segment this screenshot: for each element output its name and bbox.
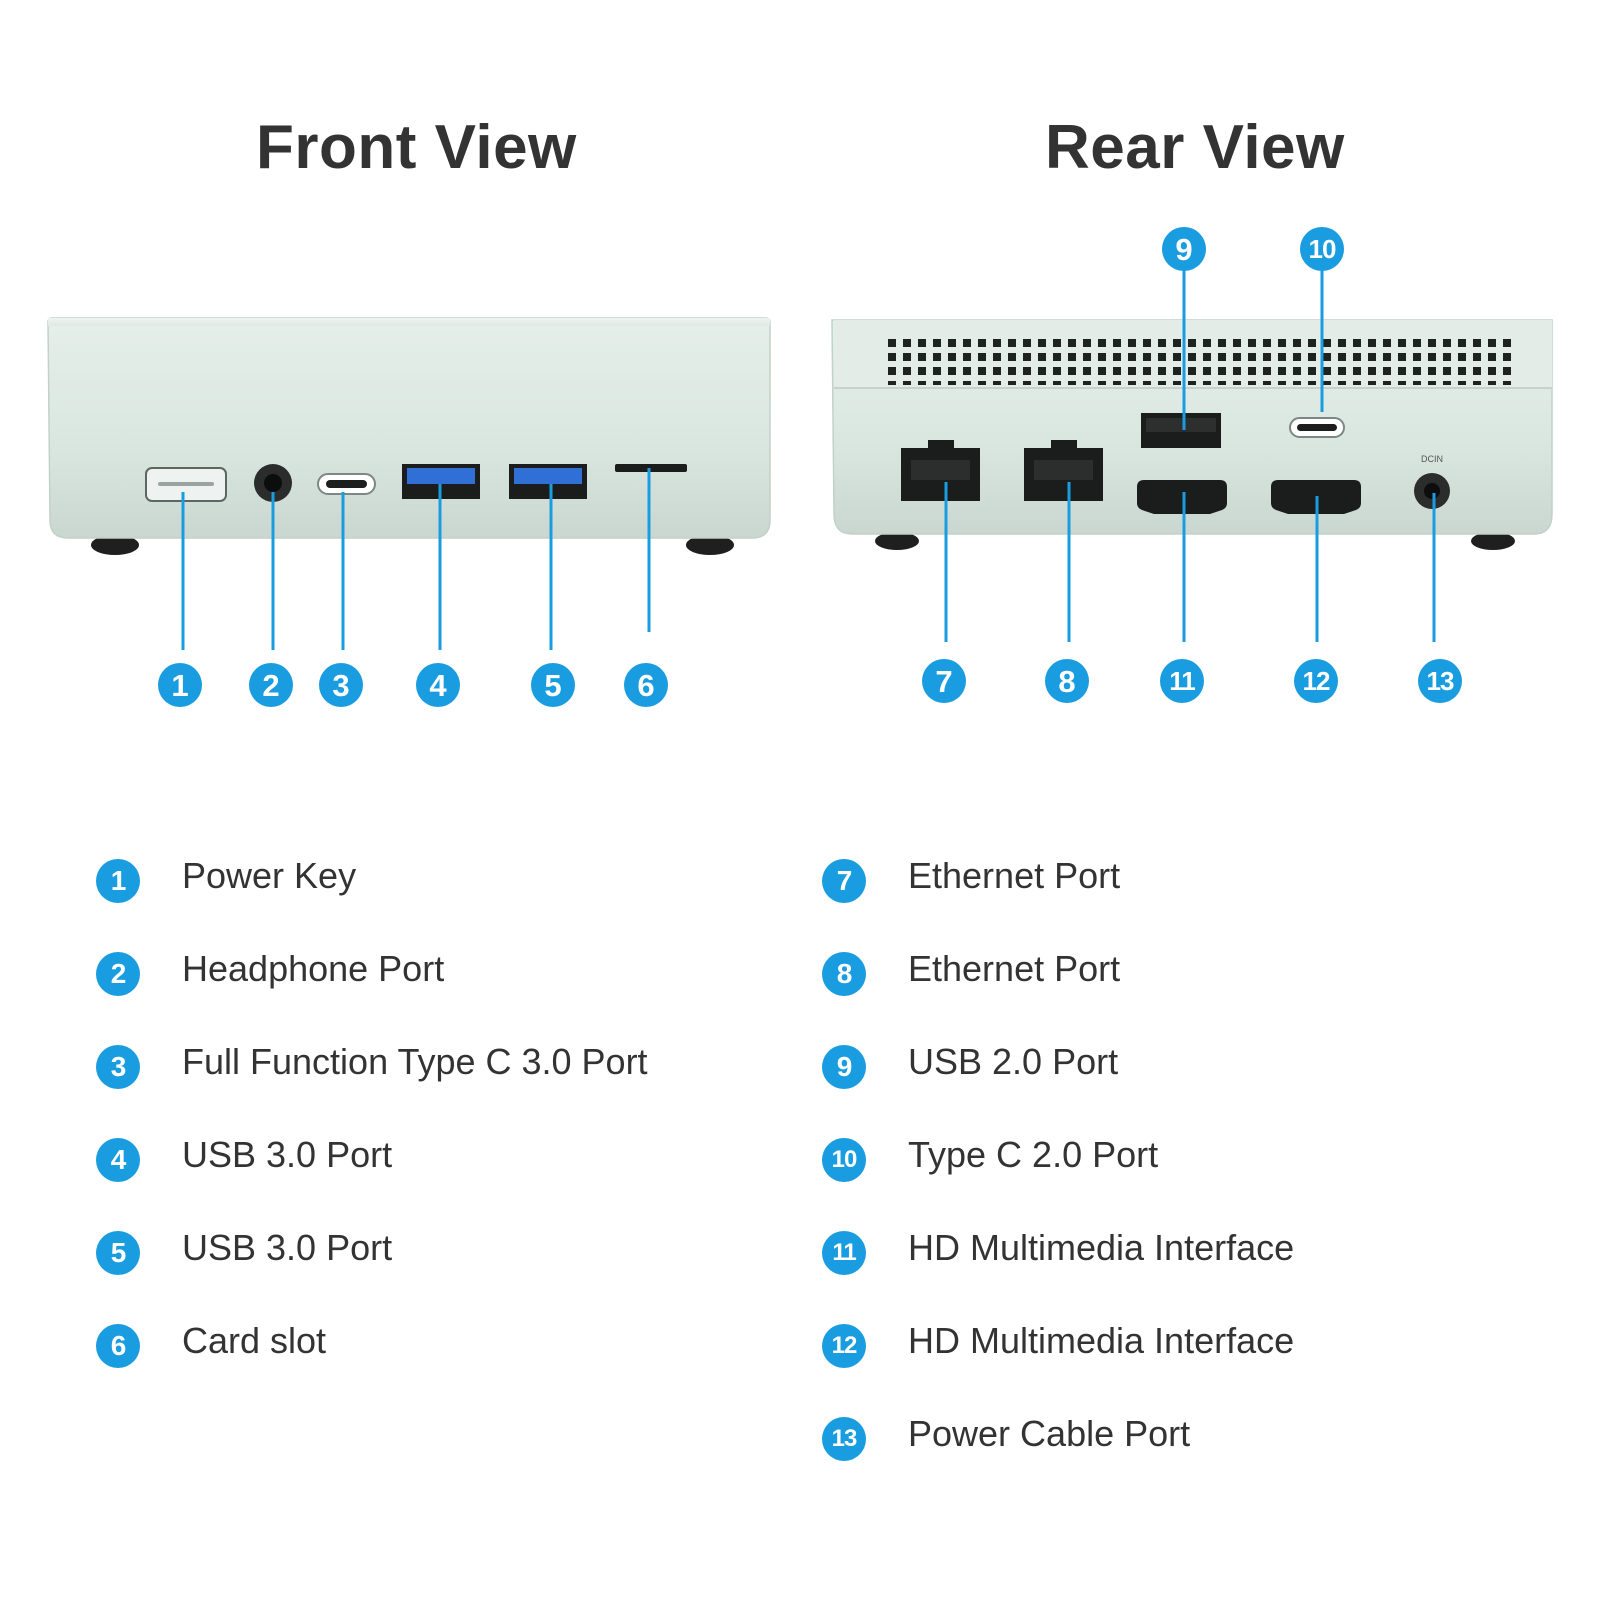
number-badge: 12 (822, 1324, 866, 1368)
legend-label: Card slot (182, 1320, 327, 1361)
dcin-marking: DCIN (1421, 454, 1443, 464)
rear-callout-9: 9 (1162, 227, 1206, 271)
svg-text:2: 2 (262, 668, 279, 703)
svg-text:1: 1 (171, 668, 188, 703)
legend-label: USB 3.0 Port (182, 1227, 393, 1268)
front-callout-3: 3 (319, 663, 363, 707)
svg-text:11: 11 (1169, 666, 1195, 696)
front-foot-left (91, 535, 139, 555)
ethernet-port-7-shape (901, 440, 980, 501)
number-badge: 8 (822, 952, 866, 996)
legend-label: HD Multimedia Interface (908, 1320, 1295, 1361)
legend-label: Full Function Type C 3.0 Port (182, 1041, 648, 1082)
legend-label: Power Key (182, 855, 357, 896)
svg-text:4: 4 (429, 668, 447, 703)
legend-item-power-cable: 13 Power Cable Port (822, 1415, 1294, 1508)
number-badge: 3 (96, 1045, 140, 1089)
rear-callout-11: 11 (1160, 659, 1204, 703)
legend-label: Ethernet Port (908, 948, 1121, 989)
svg-text:8: 8 (1058, 664, 1075, 699)
front-foot-right (686, 535, 734, 555)
rear-callout-13: 13 (1418, 659, 1462, 703)
svg-text:7: 7 (935, 664, 952, 699)
legend-item-ethernet-7: 7 Ethernet Port (822, 857, 1294, 950)
rear-callout-8: 8 (1045, 659, 1089, 703)
legend-label: Power Cable Port (908, 1413, 1191, 1454)
front-device: 1 2 3 4 5 6 (47, 317, 771, 707)
svg-text:10: 10 (1309, 234, 1336, 264)
svg-text:6: 6 (637, 668, 654, 703)
front-legend: 1 Power Key 2 Headphone Port 3 Full Func… (96, 857, 648, 1415)
front-callout-4: 4 (416, 663, 460, 707)
svg-text:12: 12 (1303, 666, 1330, 696)
legend-label: HD Multimedia Interface (908, 1227, 1295, 1268)
ethernet-port-8-shape (1024, 440, 1103, 501)
front-callout-6: 6 (624, 663, 668, 707)
number-badge: 11 (822, 1231, 866, 1275)
number-badge: 7 (822, 859, 866, 903)
number-badge: 10 (822, 1138, 866, 1182)
legend-label: USB 3.0 Port (182, 1134, 393, 1175)
legend-item-hdmi-11: 11 HD Multimedia Interface (822, 1229, 1294, 1322)
number-badge: 6 (96, 1324, 140, 1368)
legend-label: Headphone Port (182, 948, 445, 989)
legend-label: Type C 2.0 Port (908, 1134, 1159, 1175)
legend-item-ethernet-8: 8 Ethernet Port (822, 950, 1294, 1043)
rear-vent-grille (884, 333, 1514, 385)
hdmi-port-11-shape (1137, 480, 1227, 514)
number-badge: 5 (96, 1231, 140, 1275)
dc-in-port-shape: DCIN (1414, 454, 1450, 509)
svg-text:13: 13 (1427, 666, 1454, 696)
legend-label: Ethernet Port (908, 855, 1121, 896)
legend-item-type-c-3: 3 Full Function Type C 3.0 Port (96, 1043, 648, 1136)
svg-text:3: 3 (332, 668, 349, 703)
legend-item-hdmi-12: 12 HD Multimedia Interface (822, 1322, 1294, 1415)
front-leader-lines (181, 468, 651, 650)
svg-text:5: 5 (544, 668, 561, 703)
front-callout-5: 5 (531, 663, 575, 707)
front-callout-2: 2 (249, 663, 293, 707)
rear-device: DCIN 9 10 7 8 11 12 13 (831, 227, 1553, 703)
legend-item-usb2: 9 USB 2.0 Port (822, 1043, 1294, 1136)
rear-callout-7: 7 (922, 659, 966, 703)
rear-leader-lines (944, 270, 1436, 642)
legend-item-type-c-2: 10 Type C 2.0 Port (822, 1136, 1294, 1229)
legend-item-usb3-4: 4 USB 3.0 Port (96, 1136, 648, 1229)
front-callout-1: 1 (158, 663, 202, 707)
rear-foot-right (1471, 532, 1515, 550)
legend-item-headphone-port: 2 Headphone Port (96, 950, 648, 1043)
rear-view-title: Rear View (1045, 113, 1345, 182)
rear-foot-left (875, 532, 919, 550)
rear-callout-10: 10 (1300, 227, 1344, 271)
usb2-port-shape (1141, 413, 1221, 448)
legend-item-usb3-5: 5 USB 3.0 Port (96, 1229, 648, 1322)
number-badge: 9 (822, 1045, 866, 1089)
front-device-top-edge (48, 318, 770, 326)
number-badge: 4 (96, 1138, 140, 1182)
card-slot-shape (615, 464, 687, 472)
front-view-title: Front View (256, 113, 577, 182)
legend-label: USB 2.0 Port (908, 1041, 1119, 1082)
front-device-body (47, 317, 771, 539)
number-badge: 2 (96, 952, 140, 996)
number-badge: 13 (822, 1417, 866, 1461)
legend-item-card-slot: 6 Card slot (96, 1322, 648, 1415)
number-badge: 1 (96, 859, 140, 903)
rear-callout-12: 12 (1294, 659, 1338, 703)
rear-legend: 7 Ethernet Port 8 Ethernet Port 9 USB 2.… (822, 857, 1294, 1508)
type-c-2-shape (1289, 417, 1345, 438)
svg-text:9: 9 (1175, 232, 1192, 267)
legend-item-power-key: 1 Power Key (96, 857, 648, 950)
